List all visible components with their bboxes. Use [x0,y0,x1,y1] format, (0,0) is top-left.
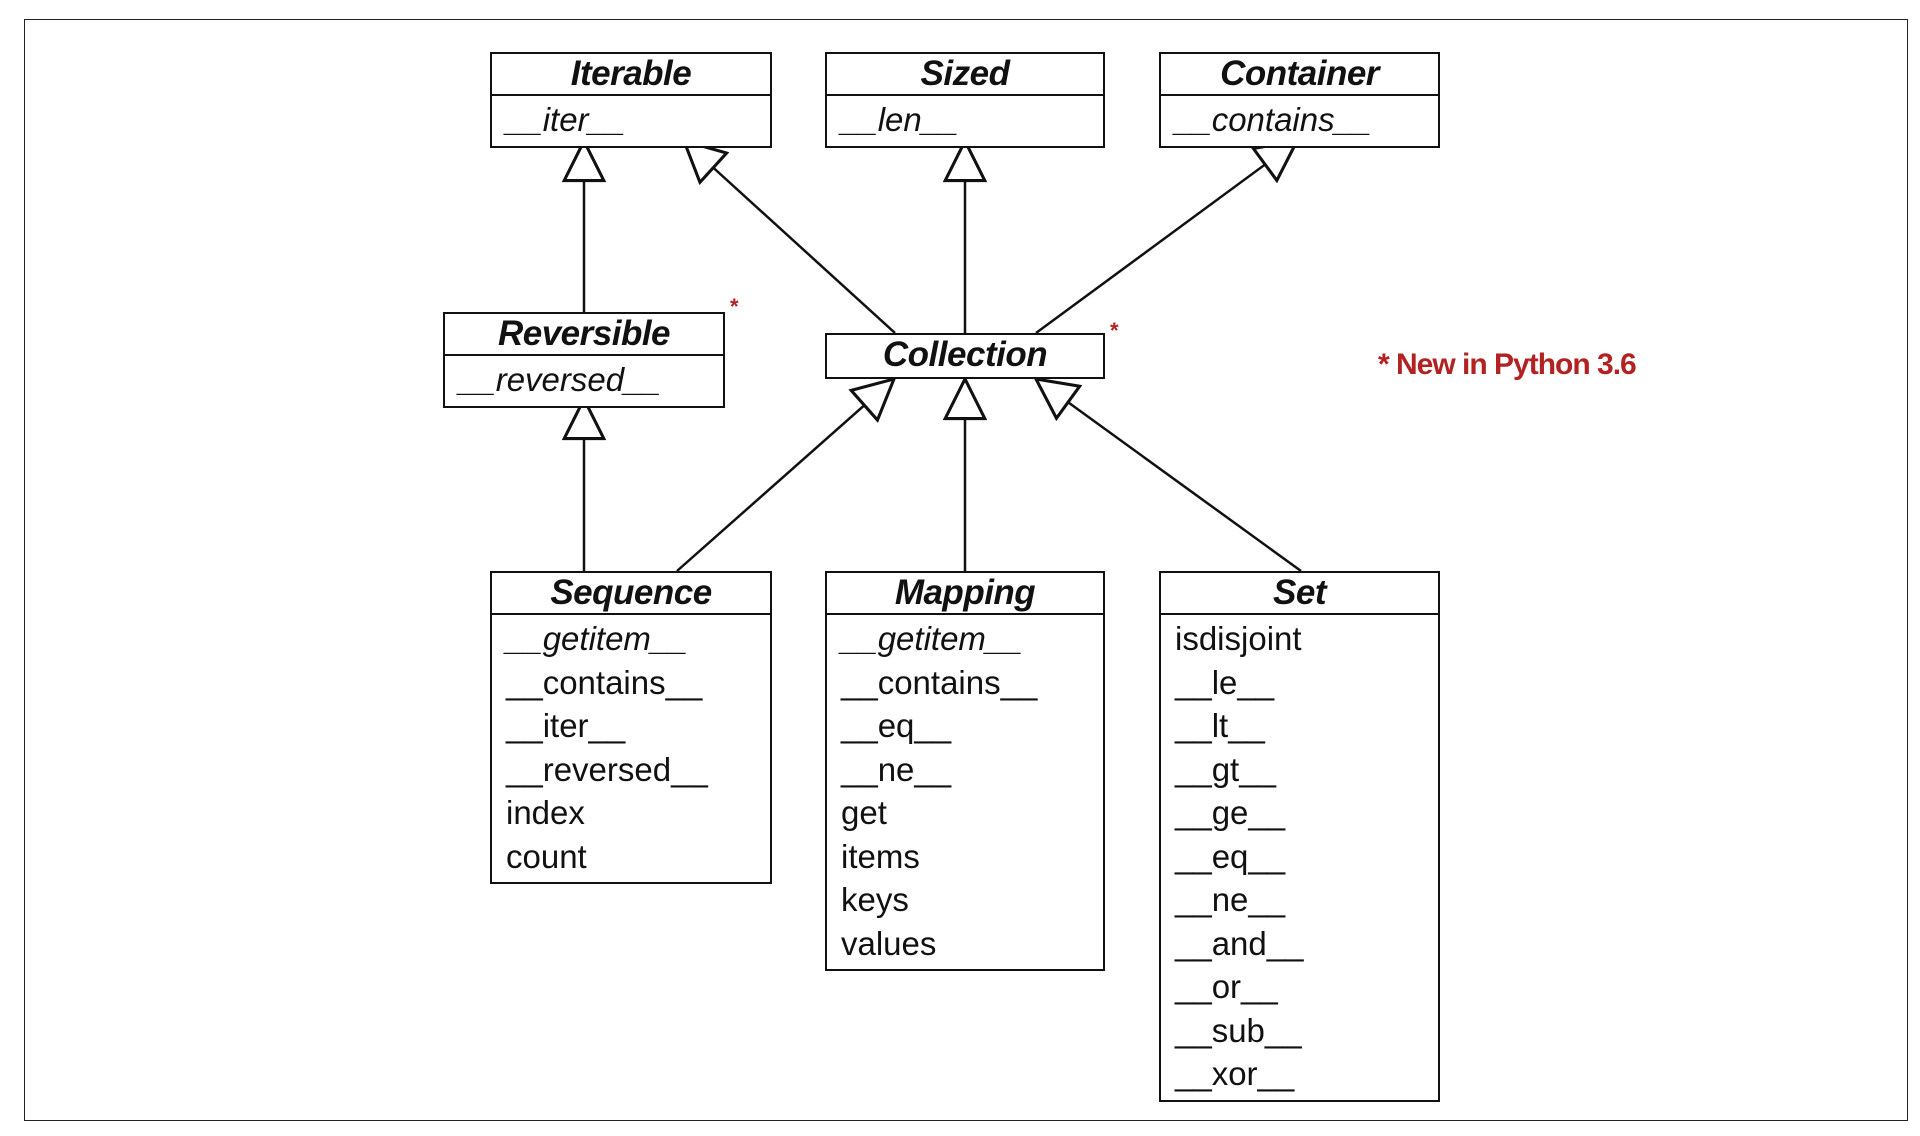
class-iterable: Iterable __iter__ [490,52,772,148]
class-container: Container __contains__ [1159,52,1440,148]
class-mapping: Mapping __getitem__ __contains__ __eq__ __n… [825,571,1105,971]
method-reversible-0: __reversed__ [459,361,661,398]
arrow-collection-to-container [1035,141,1297,335]
method-list: __contains__ [1161,96,1438,146]
class-title: Set [1161,573,1438,615]
method-mapping-6: keys [841,881,909,918]
class-title: Container [1161,54,1438,96]
method-set-6: __ne__ [1175,881,1286,918]
method-mapping-4: get [841,794,887,831]
method-container-0: __contains__ [1175,101,1372,138]
new-marker-collection: * [1110,318,1119,343]
method-set-10: __xor__ [1175,1055,1295,1092]
method-sequence-3: __reversed__ [506,750,708,788]
class-reversible: Reversible __reversed__ [443,312,725,408]
arrow-set-to-collection [1036,379,1302,573]
method-list: __iter__ [492,96,770,146]
method-iterable-0: __iter__ [506,101,626,138]
method-set-5: __eq__ [1175,837,1286,875]
class-title: Reversible [445,314,723,356]
class-title: Collection [882,335,1048,374]
method-set-2: __lt__ [1175,707,1265,744]
method-mapping-3: __ne__ [841,750,952,788]
method-sequence-0: __getitem__ [506,620,688,657]
method-set-0: isdisjoint [1175,620,1302,657]
method-set-4: __ge__ [1175,794,1286,831]
method-sized-0: __len__ [841,101,959,138]
method-set-1: __le__ [1175,663,1275,701]
class-title: Sized [827,54,1103,96]
method-set-9: __sub__ [1175,1011,1302,1049]
method-mapping-7: values [841,924,937,962]
method-sequence-4: index [506,794,585,831]
method-sequence-1: __contains__ [506,663,703,701]
method-mapping-0: __getitem__ [841,620,1023,657]
class-sequence: Sequence __getitem__ __contains__ __iter__… [490,571,772,884]
method-list: __reversed__ [445,356,723,406]
class-title: Iterable [492,54,770,96]
arrow-sequence-to-collection [676,379,894,572]
class-collection: Collection [825,333,1105,379]
method-mapping-2: __eq__ [841,707,952,744]
new-marker-reversible: * [730,294,739,319]
method-mapping-5: items [841,837,920,875]
method-list: __len__ [827,96,1103,146]
class-set: Set isdisjoint __le__ __lt__ __gt__ __ge__ __… [1159,571,1440,1102]
method-sequence-5: count [506,837,587,875]
python-version-note: * New in Python 3.6 [1378,348,1637,381]
method-mapping-1: __contains__ [841,663,1038,701]
class-title: Mapping [827,573,1103,615]
class-sized: Sized __len__ [825,52,1105,148]
diagram-frame [24,19,1908,1121]
method-list: isdisjoint __le__ __lt__ __gt__ __ge__ __eq__… [1161,615,1438,1100]
method-set-3: __gt__ [1175,750,1276,788]
method-list: __getitem__ __contains__ __iter__ __reverse… [492,615,770,882]
method-list: __getitem__ __contains__ __eq__ __ne__get it… [827,615,1103,969]
class-title: Sequence [492,573,770,615]
method-sequence-2: __iter__ [506,707,626,744]
arrow-collection-to-iterable [684,141,896,334]
method-set-7: __and__ [1175,924,1304,962]
method-set-8: __or__ [1175,968,1278,1005]
